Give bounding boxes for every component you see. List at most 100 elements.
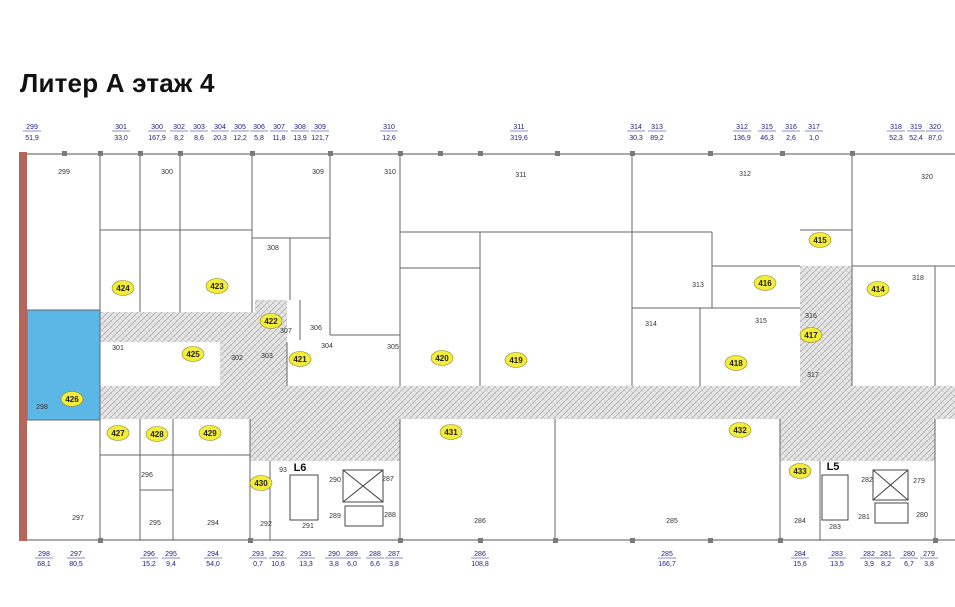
top-room-number: 304 [214, 124, 226, 131]
bottom-room-area: 108,8 [471, 561, 489, 568]
room-number: 308 [267, 245, 279, 252]
top-room-area: 136,9 [733, 135, 751, 142]
corridor-badge [799, 327, 823, 343]
corridor-badge [106, 425, 130, 441]
room-number: 311 [515, 172, 526, 179]
top-room-area: 11,8 [272, 135, 285, 142]
top-room-area: 8,2 [174, 135, 184, 142]
bottom-room-number: 279 [923, 551, 935, 558]
corridor-badge [866, 281, 890, 297]
top-room-number: 308 [294, 124, 306, 131]
top-room-number: 314 [630, 124, 642, 131]
top-room-number: 305 [234, 124, 246, 131]
bottom-room-number: 283 [831, 551, 843, 558]
bottom-room-number: 292 [272, 551, 284, 558]
top-room-number: 316 [785, 124, 797, 131]
top-room-area: 46,3 [760, 135, 774, 142]
main-corridor [100, 386, 955, 419]
room-number: 318 [912, 275, 924, 282]
top-room-area: 121,7 [311, 135, 329, 142]
room-number: 315 [755, 318, 767, 325]
corridor-badge [205, 278, 229, 294]
bottom-room-number: 281 [880, 551, 892, 558]
room-number: 298 [36, 404, 48, 411]
room-number: 306 [310, 325, 322, 332]
room-number: 281 [858, 514, 870, 521]
top-room-number: 315 [761, 124, 773, 131]
top-room-area: 52,3 [889, 135, 903, 142]
top-room-area: 2,6 [786, 135, 796, 142]
bottom-room-area: 3,9 [864, 561, 874, 568]
top-room-number: 320 [929, 124, 941, 131]
bottom-room-number: 291 [300, 551, 312, 558]
bottom-room-number: 285 [661, 551, 673, 558]
bottom-room-area: 8,2 [881, 561, 891, 568]
top-room-area: 87,0 [928, 135, 942, 142]
top-room-area: 52,4 [909, 135, 923, 142]
bottom-room-number: 296 [143, 551, 155, 558]
lift-l6-block [289, 469, 384, 527]
bottom-room-number: 293 [252, 551, 264, 558]
top-room-area: 13,9 [293, 135, 307, 142]
room-number: 304 [321, 343, 333, 350]
bottom-room-area: 6,6 [370, 561, 380, 568]
bottom-room-number: 288 [369, 551, 381, 558]
bottom-room-number: 297 [70, 551, 82, 558]
corridor-number: 430 [254, 479, 268, 488]
bottom-room-area: 3,8 [329, 561, 339, 568]
room-number: 297 [72, 515, 84, 522]
room-number: 280 [916, 512, 928, 519]
corridor-number: 419 [509, 356, 523, 365]
top-room-area: 5,8 [254, 135, 264, 142]
room-number: 279 [913, 478, 925, 485]
bottom-room-area: 15,2 [142, 561, 156, 568]
room-number: 289 [329, 513, 341, 520]
bottom-room-area: 3,8 [389, 561, 399, 568]
room-number: 305 [387, 344, 399, 351]
bottom-room-area: 54,0 [206, 561, 220, 568]
corridor-badge [753, 275, 777, 291]
corridor-badge [259, 313, 283, 329]
corridor-badge [249, 475, 273, 491]
top-room-area: 20,3 [213, 135, 227, 142]
room-number: 320 [921, 174, 933, 181]
room-number: 299 [58, 169, 70, 176]
bottom-room-number: 290 [328, 551, 340, 558]
corridor-l6 [250, 419, 400, 461]
corridor-number: 429 [203, 429, 217, 438]
corridor-425 [100, 312, 255, 342]
corridor-badge [430, 350, 454, 366]
bottom-room-number: 282 [863, 551, 875, 558]
top-room-area: 89,2 [650, 135, 664, 142]
room-number: 300 [161, 169, 173, 176]
room-number: 286 [474, 518, 486, 525]
bottom-room-number: 280 [903, 551, 915, 558]
top-room-number: 319 [910, 124, 922, 131]
corridor-number: 427 [111, 429, 125, 438]
top-room-area: 1,0 [809, 135, 819, 142]
corridor-417 [800, 266, 852, 386]
corridor-303-area [255, 300, 287, 386]
corridor-badge [288, 351, 312, 367]
corridor-number: 432 [733, 426, 747, 435]
corridor-number: 421 [293, 355, 307, 364]
bottom-room-number: 289 [346, 551, 358, 558]
bottom-room-area: 166,7 [658, 561, 676, 568]
lift-l5-block [821, 469, 909, 524]
top-room-number: 310 [383, 124, 395, 131]
top-room-number: 309 [314, 124, 326, 131]
bottom-room-number: 287 [388, 551, 400, 558]
corridor-badge [504, 352, 528, 368]
bottom-room-number: 286 [474, 551, 486, 558]
corridor-badge [808, 232, 832, 248]
corridor-l5 [780, 419, 935, 461]
room-number: 316 [805, 313, 817, 320]
corridor-number: 426 [65, 395, 79, 404]
room-number: 312 [739, 171, 751, 178]
corridor-badge [111, 280, 135, 296]
corridor-badge [145, 426, 169, 442]
room-number: 307 [280, 328, 292, 335]
bottom-room-area: 3,8 [924, 561, 934, 568]
top-room-number: 302 [173, 124, 185, 131]
